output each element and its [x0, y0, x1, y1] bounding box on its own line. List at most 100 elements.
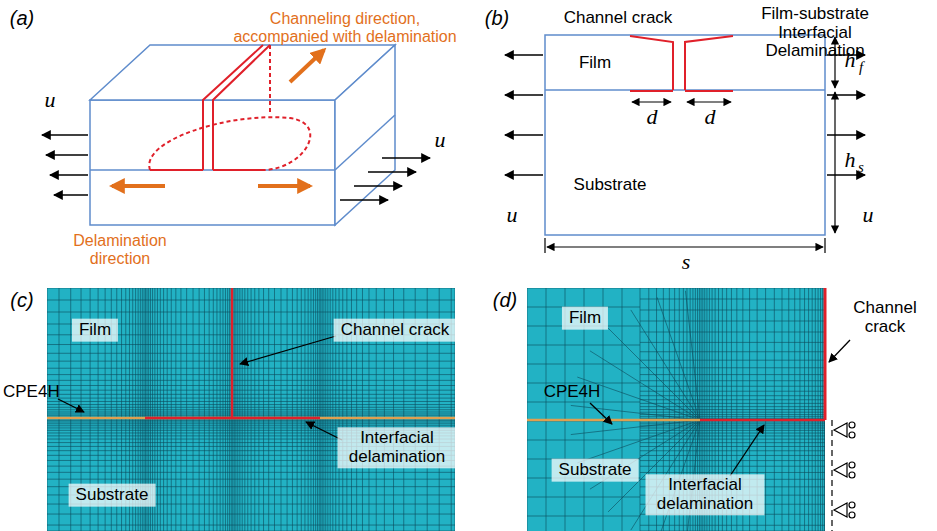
displacement-symbol: u [435, 128, 446, 152]
mesh-line [47, 415, 455, 416]
panel-letter: (c) [10, 289, 33, 311]
illustration-part [831, 420, 832, 531]
mesh-line [640, 310, 825, 311]
dimension-lines [545, 37, 835, 253]
illustration-part [547, 246, 823, 247]
mesh-line [622, 288, 623, 531]
cross-section [545, 35, 825, 235]
mesh-line [640, 422, 825, 423]
delamination-label: Film-substrate Interfacial Delamination [745, 5, 885, 61]
layer-box: Film [72, 319, 118, 342]
illustration-part [834, 503, 847, 517]
illustration-part [54, 194, 88, 195]
mesh-line [546, 288, 547, 531]
box-text: Substrate [76, 486, 149, 505]
direction-arrows [112, 50, 324, 186]
mesh-line [640, 374, 825, 375]
mesh-line [640, 435, 825, 436]
box-text: Interfacial delamination [653, 476, 758, 513]
delamination-box: Interfacial delamination [646, 474, 765, 515]
layer-box: Film [562, 307, 608, 330]
mesh-line [527, 345, 640, 346]
mesh-line [231, 288, 232, 531]
mesh-line [640, 525, 825, 526]
direction-note: Delamination direction [60, 232, 180, 267]
illustration-part [112, 184, 165, 188]
mesh-line [47, 413, 455, 414]
layer-label: Film [579, 54, 611, 73]
illustration-part [505, 94, 543, 95]
box-text: Film [569, 309, 601, 328]
load-arrows [42, 135, 430, 200]
illustration-part [47, 417, 455, 420]
illustration-part [340, 199, 388, 200]
element-type: CPE4H [544, 383, 601, 402]
mesh-ground [527, 288, 825, 531]
mesh-line [47, 390, 455, 391]
illustration-part [829, 340, 850, 362]
block-3d [90, 45, 395, 225]
direction-note: Channeling direction, accompanied with d… [230, 10, 460, 45]
mesh-line [47, 479, 455, 480]
box-text: Interfacial delamination [345, 429, 450, 466]
illustration-part [368, 171, 416, 172]
mesh-line [640, 433, 825, 434]
mesh-line [640, 425, 825, 426]
illustration-part [827, 94, 865, 95]
mesh-line [47, 374, 455, 375]
illustration-part [849, 422, 855, 428]
mesh-line [640, 446, 825, 447]
mesh-line [640, 466, 825, 467]
mesh-line [640, 430, 825, 431]
mesh-line [232, 288, 233, 531]
dimension-symbol: h [845, 148, 856, 172]
mesh-line [640, 360, 825, 361]
illustration-part [834, 423, 847, 437]
mesh-line [47, 385, 455, 386]
illustration-part [849, 502, 855, 508]
displacement-symbol: u [45, 88, 56, 112]
dimension-symbol: d [647, 105, 658, 129]
illustration-part [687, 101, 731, 102]
box-text: Channel crack [341, 321, 450, 340]
mesh-line [47, 353, 455, 354]
illustration-part [527, 419, 700, 422]
mesh-line [640, 409, 825, 410]
mesh-line [640, 414, 825, 415]
crack-3d [149, 45, 310, 170]
dimension-subscript: f [859, 59, 863, 76]
illustration-part [505, 174, 543, 175]
mesh-line [590, 351, 700, 420]
illustration-part [834, 463, 847, 477]
mesh-line [640, 442, 825, 443]
mesh-line [47, 411, 455, 412]
mesh-line [640, 450, 825, 451]
mesh-line [608, 328, 700, 420]
illustration-part [58, 399, 84, 412]
panel-letter: (b) [485, 7, 509, 29]
illustration-part [849, 432, 855, 438]
illustration-part [269, 45, 271, 115]
mesh-line [640, 403, 825, 404]
mesh-line [640, 427, 825, 428]
mesh-line [640, 395, 825, 396]
mesh-line [47, 407, 455, 408]
mesh-line [47, 401, 455, 402]
mesh-line [47, 368, 455, 369]
fe-mesh [527, 288, 825, 531]
box-text: Substrate [559, 461, 632, 480]
mesh-line [640, 342, 825, 343]
mesh-line [47, 423, 455, 424]
mesh-line [47, 417, 455, 418]
illustration-part [849, 472, 855, 478]
dimension-symbol: s [682, 250, 691, 274]
layer-label: Substrate [574, 176, 647, 195]
illustration-part [290, 50, 324, 82]
mesh-line [527, 440, 640, 441]
crack-label: Channel crack [840, 299, 930, 336]
illustration-part [632, 101, 671, 102]
illustration-part [630, 36, 673, 91]
illustration-part [42, 134, 88, 135]
mesh-line [657, 297, 700, 420]
illustration-part [150, 169, 265, 171]
